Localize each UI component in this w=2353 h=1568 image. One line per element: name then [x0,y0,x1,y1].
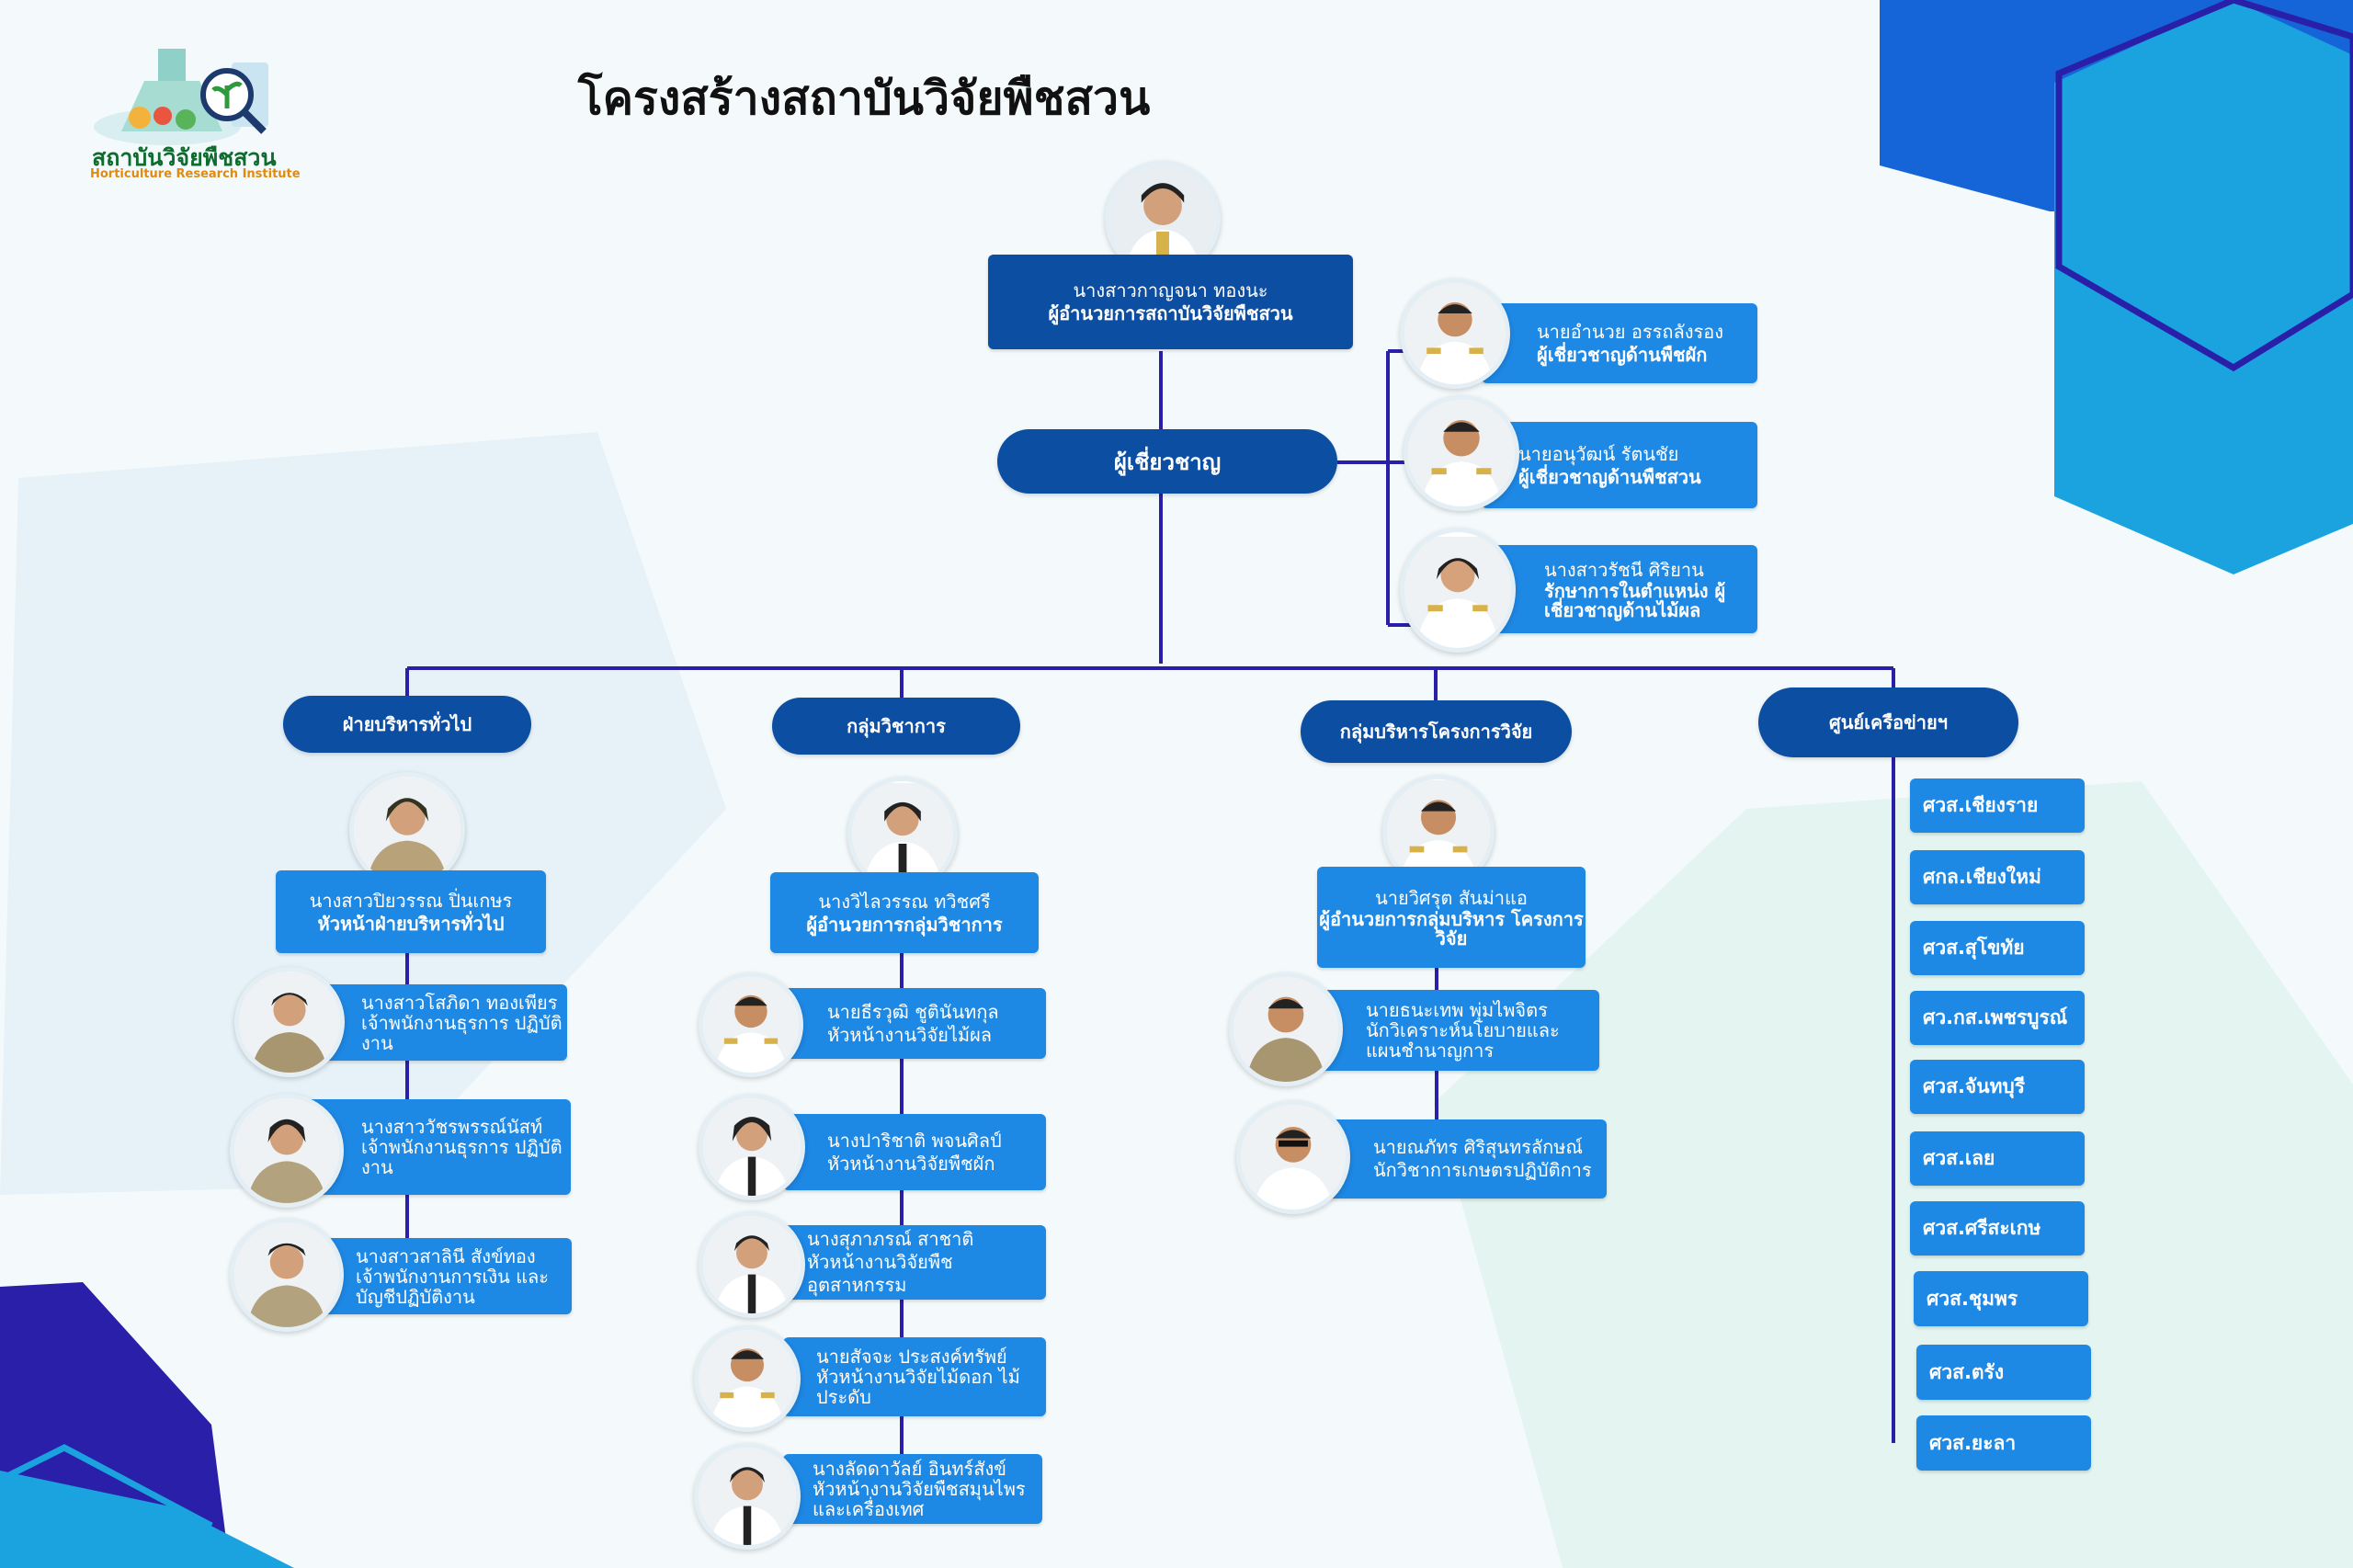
expert-1-position: ผู้เชี่ยวชาญด้านพืชผัก [1537,344,1708,366]
logo-flask-icon [94,49,268,145]
admin-staff-3-photo [230,1218,344,1332]
academic-staff-5-name: นางลัดดาวัลย์ อินทร์สังข์ [813,1458,1006,1480]
division-project-pill: กลุ่มบริหารโครงการวิจัย [1301,700,1572,763]
academic-head-name: นางวิไลวรรณ ทวิชศรี [818,890,991,913]
expert-1-name: นายอำนวย อรรถลังรอง [1537,321,1723,343]
academic-staff-2-photo [699,1094,805,1200]
expert-2-box: นายอนุวัฒน์ รัตนชัย ผู้เชี่ยวชาญด้านพืชส… [1482,422,1757,508]
academic-staff-1-box: นายธีรวุฒิ ชูตินันทกุล หัวหน้างานวิจัยไม… [783,988,1046,1059]
admin-staff-1-name: นางสาวโสภิดา ทองเพียร [361,991,558,1014]
admin-staff-2-role: เจ้าพนักงานธุรการ ปฏิบัติงาน [361,1136,563,1178]
center-9: ศวส.ตรัง [1916,1345,2091,1400]
expert-3-photo [1400,528,1516,653]
expert-2-position: ผู้เชี่ยวชาญด้านพืชสวน [1518,465,1701,488]
logo-name-th: สถาบันวิจัยพืชสวน [92,144,277,171]
center-2: ศกล.เชียงใหม่ [1910,850,2085,904]
director-position: ผู้อำนวยการสถาบันวิจัยพืชสวน [1048,302,1293,324]
director-namebox: นางสาวกาญจนา ทองนะ ผู้อำนวยการสถาบันวิจั… [988,255,1353,349]
admin-head-name: นางสาวปิยวรรณ ปิ่นเกษร [309,889,513,912]
academic-staff-3-name: นางสุภาภรณ์ สาชาติ [807,1228,974,1250]
center-7: ศวส.ศรีสะเกษ [1910,1201,2085,1256]
center-8: ศวส.ชุมพร [1914,1271,2088,1326]
admin-head-box: นางสาวปิยวรรณ ปิ่นเกษร หัวหน้าฝ่ายบริหาร… [276,870,546,953]
academic-staff-3-role: หัวหน้างานวิจัยพืชอุตสาหกรรม [807,1251,953,1296]
academic-staff-5-role: หัวหน้างานวิจัยพืชสมุนไพร และเครื่องเทศ [813,1478,1026,1520]
project-staff-2-photo [1236,1100,1350,1214]
academic-staff-1-name: นายธีรวุฒิ ชูตินันทกุล [827,1000,999,1023]
admin-staff-2-box: นางสาววัชรพรรณ์นัสท์ เจ้าพนักงานธุรการ ป… [301,1099,571,1195]
academic-staff-4-box: นายสัจจะ ประสงค์ทรัพย์ หัวหน้างานวิจัยไม… [783,1337,1046,1416]
academic-staff-2-box: นางปาริชาติ พจนศิลป์ หัวหน้างานวิจัยพืชผ… [783,1114,1046,1190]
center-1: ศวส.เชียงราย [1910,778,2085,833]
project-staff-2-box: นายณภัทร ศิริสุนทรลักษณ์ นักวิชาการเกษตร… [1296,1119,1607,1199]
admin-staff-1-photo [234,967,345,1077]
academic-head-position: ผู้อำนวยการกลุ่มวิชาการ [806,913,1003,936]
project-head-name: นายวิศรุต สันม่าแอ [1375,886,1528,909]
expert-3-position: รักษาการในตำแหน่ง ผู้เชี่ยวชาญด้านไม้ผล [1544,579,1726,621]
admin-staff-1-box: นางสาวโสภิดา ทองเพียร เจ้าพนักงานธุรการ … [301,984,567,1061]
academic-staff-4-name: นายสัจจะ ประสงค์ทรัพย์ [816,1346,1007,1368]
division-network-pill: ศูนย์เครือข่ายฯ [1758,687,2018,757]
logo-name-en: Horticulture Research Institute [90,167,301,181]
admin-staff-2-photo [230,1094,344,1208]
expert-2-name: นายอนุวัฒน์ รัตนชัย [1518,442,1679,465]
center-6: ศวส.เลย [1910,1131,2085,1186]
academic-staff-1-role: หัวหน้างานวิจัยไม้ผล [827,1023,993,1046]
experts-pill: ผู้เชี่ยวชาญ [997,429,1337,494]
academic-staff-4-photo [694,1325,801,1432]
division-admin-pill: ฝ่ายบริหารทั่วไป [283,696,531,753]
admin-head-position: หัวหน้าฝ่ายบริหารทั่วไป [317,912,505,935]
academic-staff-3-box: นางสุภาภรณ์ สาชาติ หัวหน้างานวิจัยพืชอุต… [783,1225,1046,1300]
project-staff-1-box: นายธนะเทพ พุ่มไพจิตร นักวิเคราะห์นโยบายแ… [1296,990,1599,1071]
project-head-box: นายวิศรุต สันม่าแอ ผู้อำนวยการกลุ่มบริหา… [1317,867,1586,968]
expert-3-box: นางสาวรัชนี ศิริยาน รักษาการในตำแหน่ง ผู… [1482,545,1757,633]
academic-staff-1-photo [699,972,803,1077]
academic-staff-2-name: นางปาริชาติ พจนศิลป์ [827,1129,1002,1152]
academic-staff-2-role: หัวหน้างานวิจัยพืชผัก [827,1152,995,1175]
center-5: ศวส.จันทบุรี [1910,1060,2085,1114]
center-10: ศวส.ยะลา [1916,1415,2091,1471]
project-staff-1-photo [1229,972,1343,1086]
academic-staff-3-photo [699,1211,805,1318]
admin-staff-3-box: นางสาวสาลินี สังข์ทอง เจ้าพนักงานการเงิน… [301,1238,572,1314]
admin-staff-3-name: นางสาวสาลินี สังข์ทอง [356,1244,536,1267]
director-name: นางสาวกาญจนา ทองนะ [1073,279,1268,301]
admin-staff-2-name: นางสาววัชรพรรณ์นัสท์ [361,1116,543,1138]
admin-staff-3-role: เจ้าพนักงานการเงิน และบัญชีปฏิบัติงาน [356,1265,550,1308]
institute-logo: สถาบันวิจัยพืชสวน Horticulture Research … [85,44,305,182]
center-4: ศว.กส.เพชรบูรณ์ [1910,991,2085,1045]
project-staff-1-name: นายธนะเทพ พุ่มไพจิตร [1366,999,1548,1021]
project-staff-1-role: นักวิเคราะห์นโยบายและ แผนชำนาญการ [1366,1019,1560,1062]
center-3: ศวส.สุโขทัย [1910,921,2085,975]
project-staff-2-role: นักวิชาการเกษตรปฏิบัติการ [1373,1159,1592,1181]
expert-2-photo [1404,395,1519,511]
academic-head-box: นางวิไลวรรณ ทวิชศรี ผู้อำนวยการกลุ่มวิชา… [770,872,1039,953]
page-title: โครงสร้างสถาบันวิจัยพืชสวน [577,72,1151,125]
expert-1-photo [1400,278,1510,389]
academic-staff-4-role: หัวหน้างานวิจัยไม้ดอก ไม้ประดับ [816,1366,1020,1408]
expert-1-box: นายอำนวย อรรถลังรอง ผู้เชี่ยวชาญด้านพืชผ… [1482,303,1757,383]
division-academic-pill: กลุ่มวิชาการ [772,698,1020,755]
project-head-position: ผู้อำนวยการกลุ่มบริหาร โครงการวิจัย [1319,907,1584,949]
expert-3-name: นางสาวรัชนี ศิริยาน [1544,558,1704,581]
academic-staff-5-photo [694,1443,801,1550]
project-staff-2-name: นายณภัทร ศิริสุนทรลักษณ์ [1373,1136,1583,1158]
academic-staff-5-box: นางลัดดาวัลย์ อินทร์สังข์ หัวหน้างานวิจั… [783,1454,1042,1524]
admin-staff-1-role: เจ้าพนักงานธุรการ ปฏิบัติงาน [361,1011,563,1054]
